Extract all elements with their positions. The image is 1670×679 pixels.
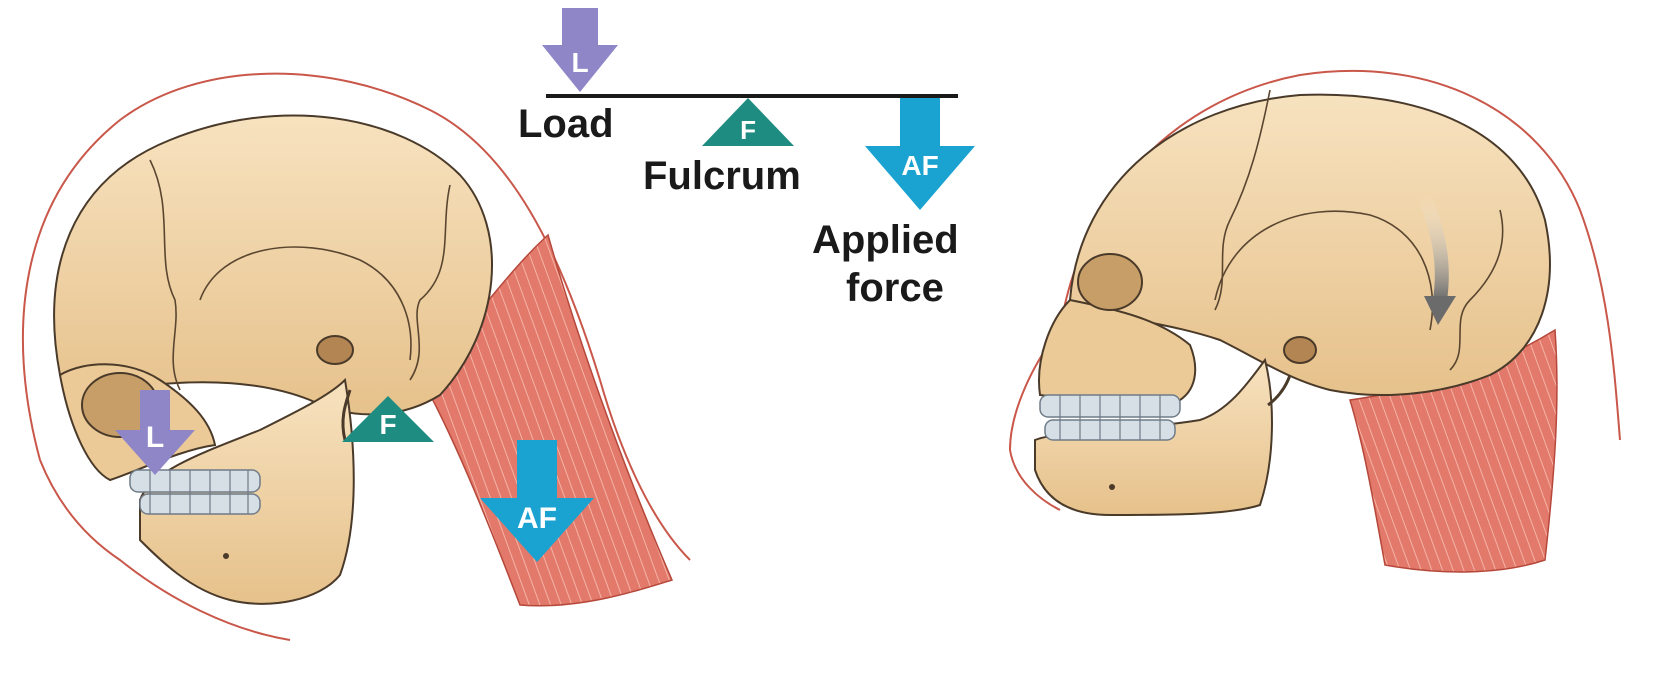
left-teeth (130, 470, 260, 514)
legend-applied-force-label-line2: force (846, 268, 944, 308)
left-fulcrum-symbol: F (379, 409, 396, 440)
legend-fulcrum-label: Fulcrum (643, 156, 801, 196)
right-ear-canal (1284, 337, 1316, 363)
left-load-symbol: L (146, 421, 164, 454)
left-ear-canal (317, 336, 353, 364)
legend-load-symbol: L (571, 47, 588, 78)
left-head-illustration (23, 74, 690, 640)
right-head-illustration (1010, 71, 1620, 572)
legend-applied-force-symbol: AF (901, 150, 938, 181)
right-orbit (1078, 254, 1142, 310)
legend-load-arrow: L (542, 8, 618, 92)
right-teeth (1040, 395, 1180, 440)
left-applied-force-symbol: AF (517, 502, 557, 535)
legend-applied-force-label-line1: Applied (812, 220, 959, 260)
legend-fulcrum-triangle: F (702, 98, 794, 146)
legend-fulcrum-symbol: F (740, 115, 756, 145)
legend-applied-force-arrow: AF (865, 98, 975, 210)
legend-load-label: Load (518, 104, 614, 144)
